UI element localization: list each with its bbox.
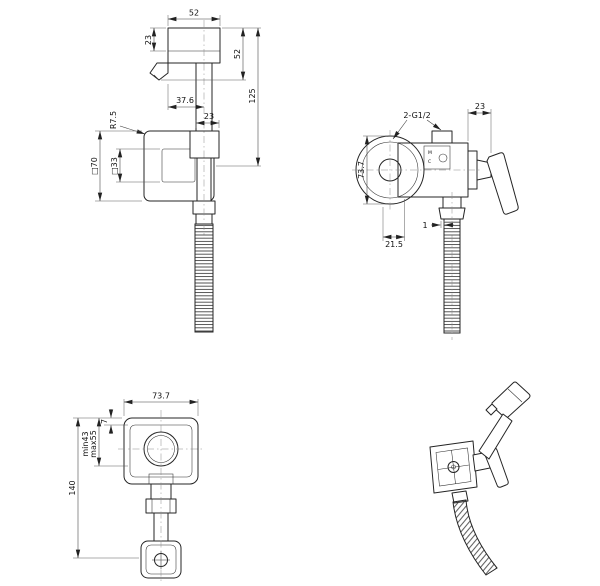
dim-thread: 2-G1/2 [403,111,430,120]
dim-head-depth: 23 [144,35,153,45]
side-view: M C 2-G1/2 23 [352,102,519,340]
dim-gap: 1 [422,221,427,230]
dim-head-width: 52 [189,9,199,18]
spec-plate [423,145,451,170]
dim-depth-min: min43 [81,431,90,456]
dim-plate-width: 73.7 [152,392,170,401]
hose-front [194,223,214,333]
hot-mark: M [428,150,432,156]
bottom-view: 73.7 7 min43 max55 140 [68,392,204,584]
dim-spout-offset: 37.6 [176,96,194,105]
sprayer-iso [478,381,531,460]
dim-total-height: 125 [248,88,257,103]
handle-iso [478,413,513,460]
dim-depth-max: max55 [89,430,98,458]
top-port [431,130,453,144]
dim-overall-length: 140 [68,480,77,495]
front-view: 52 23 52 125 37.6 R7.5 23 □70 [90,9,261,333]
dim-plate-size: □70 [90,157,99,175]
wall-plate-front [143,130,215,202]
lever [486,152,519,215]
holder-clamp [189,130,220,159]
wall-box-iso [429,440,478,494]
dim-holder-width: 23 [204,112,214,121]
dim-corner-radius: R7.5 [109,111,118,129]
dim-head-height: 52 [233,49,242,59]
side-dimensions: 2-G1/2 23 73.7 21.5 1 [357,102,492,249]
dim-inner-size: □33 [110,157,119,175]
sprayer-head-front [149,27,221,81]
dim-flange-height: 73.7 [357,161,366,179]
dim-bottom-offset: 21.5 [385,240,403,249]
dim-lip: 7 [100,419,109,424]
isometric-view [429,381,531,576]
dim-handle-length: 23 [475,102,485,111]
front-dimensions: 52 23 52 125 37.6 R7.5 23 □70 [90,9,261,202]
nozzle-iso [485,403,498,416]
cold-mark: C [428,159,431,165]
hose-iso [451,490,498,576]
bottom-dimensions: 73.7 7 min43 max55 140 [68,392,199,559]
spray-nozzle [149,62,169,81]
handle-lever-side [467,150,519,215]
